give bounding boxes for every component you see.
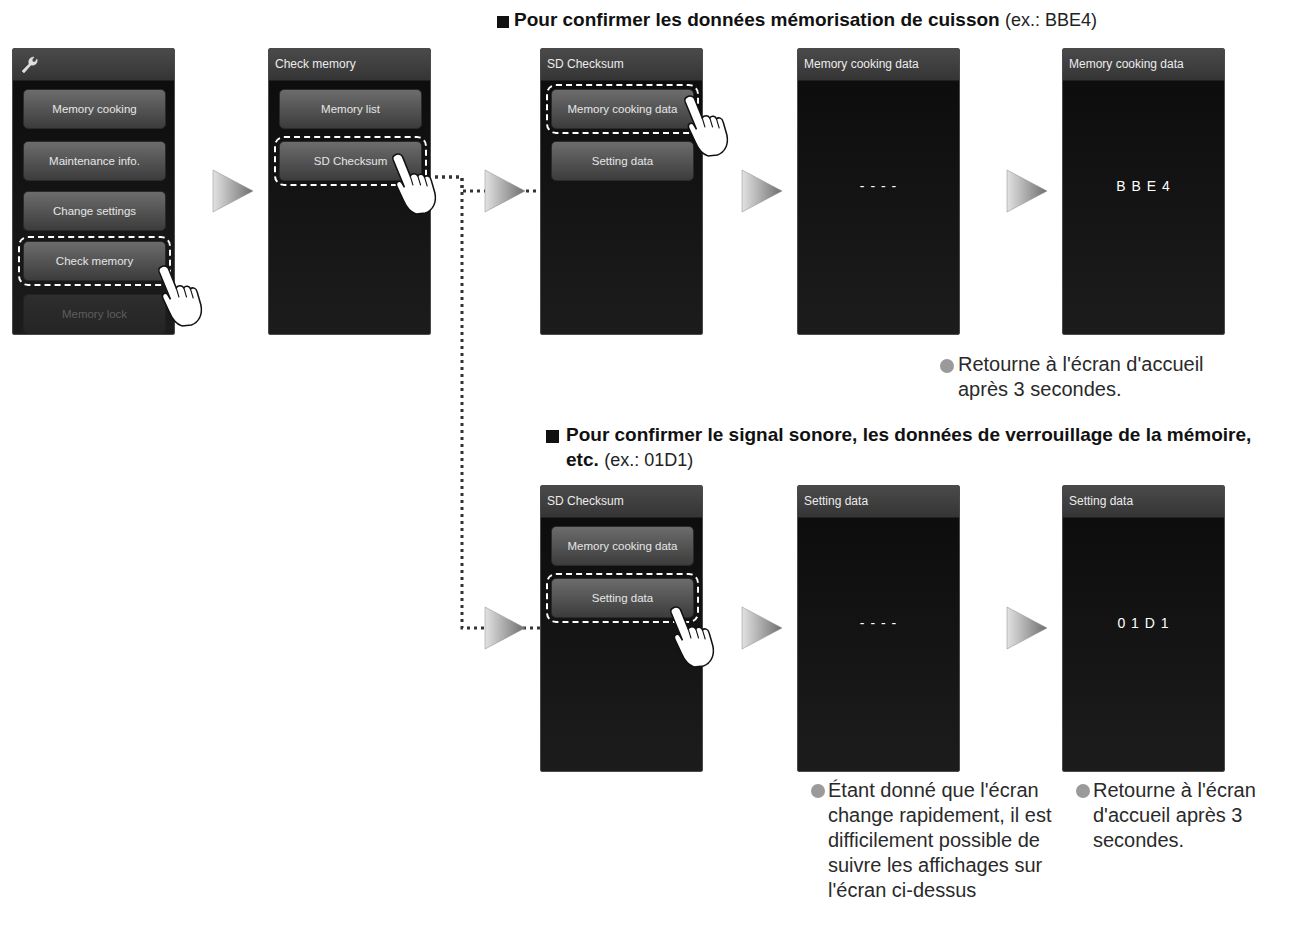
arrow-head xyxy=(742,607,782,649)
heading-square xyxy=(497,16,509,28)
menu-button: SD Checksum xyxy=(279,141,422,181)
arrow-head xyxy=(1007,170,1047,212)
flow-arrow xyxy=(428,177,540,649)
screen-panel: Memory cooking data - - - - xyxy=(797,48,960,335)
screen-panel: Memory cooking data B B E 4 xyxy=(1062,48,1225,335)
arrow-head xyxy=(485,170,525,212)
checksum-display: - - - - xyxy=(798,615,959,631)
arrow-head xyxy=(213,170,253,212)
screen-panel: Memory cookingMaintenance info. Change se… xyxy=(12,48,175,335)
checksum-display: B B E 4 xyxy=(1063,178,1224,194)
note-text: Retourne à l'écran d'accueil après 3 sec… xyxy=(1093,779,1256,851)
button-label: Memory list xyxy=(321,103,380,115)
screen-title: SD Checksum xyxy=(541,49,702,80)
button-label: Setting data xyxy=(592,592,653,604)
screen-title: Memory cooking data xyxy=(1063,49,1224,80)
menu-button: Maintenance info. xyxy=(23,141,166,181)
note-bullet xyxy=(811,784,825,798)
menu-button: Memory lock xyxy=(23,294,166,334)
checksum-display: - - - - xyxy=(798,178,959,194)
screen-title: Setting data xyxy=(1063,486,1224,517)
menu-button: Memory cooking data xyxy=(551,89,694,129)
note-text: Étant donné que l'écran change rapidemen… xyxy=(828,779,1051,901)
connector-line xyxy=(428,177,540,628)
screen-panel: Setting data - - - - xyxy=(797,485,960,772)
wrench-icon xyxy=(22,57,37,73)
menu-button: Memory list xyxy=(279,89,422,129)
arrow-head xyxy=(1007,607,1047,649)
menu-button: Check memory xyxy=(23,241,166,281)
example-code: (ex.: BBE4) xyxy=(1005,10,1097,30)
menu-button: Memory cooking xyxy=(23,89,166,129)
screen-title: SD Checksum xyxy=(541,486,702,517)
button-label: SD Checksum xyxy=(314,155,388,167)
screen-panel: SD ChecksumMemory cooking dataSetting da… xyxy=(540,485,703,772)
button-label: Setting data xyxy=(592,155,653,167)
screen-title: Check memory xyxy=(269,49,430,80)
note-text: Retourne à l'écran d'accueil après 3 sec… xyxy=(958,352,1248,402)
button-label: Memory lock xyxy=(62,308,127,320)
section-heading: Pour confirmer les données mémorisation … xyxy=(514,8,1284,33)
pointing-hand xyxy=(671,607,714,667)
pointing-hand xyxy=(159,266,202,326)
note-text: Étant donné que l'écran change rapidemen… xyxy=(828,778,1060,903)
menu-button: Memory cooking data xyxy=(551,526,694,566)
flow-arrow xyxy=(960,170,1062,212)
button-label: Memory cooking data xyxy=(568,103,678,115)
flow-arrow xyxy=(703,170,797,212)
screen-panel: SD ChecksumMemory cooking dataSetting da… xyxy=(540,48,703,335)
arrow-head xyxy=(485,607,525,649)
menu-button: Setting data xyxy=(551,578,694,618)
screen-panel: Setting data 0 1 D 1 xyxy=(1062,485,1225,772)
menu-button: Change settings xyxy=(23,191,166,231)
screen-title: Setting data xyxy=(798,486,959,517)
flow-arrow xyxy=(960,607,1062,649)
screen-title: Memory cooking data xyxy=(798,49,959,80)
heading-text: Pour confirmer les données mémorisation … xyxy=(514,9,1000,30)
section-heading: Pour confirmer le signal sonore, les don… xyxy=(566,423,1256,472)
note-text: Retourne à l'écran d'accueil après 3 sec… xyxy=(1093,778,1281,853)
button-label: Change settings xyxy=(53,205,136,217)
pointing-hand xyxy=(393,154,436,214)
button-label: Check memory xyxy=(56,255,133,267)
menu-button: Setting data xyxy=(551,141,694,181)
flow-arrow xyxy=(703,607,797,649)
note-bullet xyxy=(940,359,954,373)
pointing-hand xyxy=(685,96,728,156)
button-label: Maintenance info. xyxy=(49,155,140,167)
flow-arrow xyxy=(175,170,268,212)
example-code: (ex.: 01D1) xyxy=(604,450,693,470)
button-label: Memory cooking data xyxy=(568,540,678,552)
button-label: Memory cooking xyxy=(52,103,136,115)
screen-panel: Check memoryMemory list SD Checksum xyxy=(268,48,431,335)
connector-line xyxy=(428,177,540,191)
heading-square xyxy=(546,430,559,443)
checksum-display: 0 1 D 1 xyxy=(1063,615,1224,631)
arrow-head xyxy=(742,170,782,212)
note-text: Retourne à l'écran d'accueil après 3 sec… xyxy=(958,353,1204,400)
note-bullet xyxy=(1076,784,1090,798)
